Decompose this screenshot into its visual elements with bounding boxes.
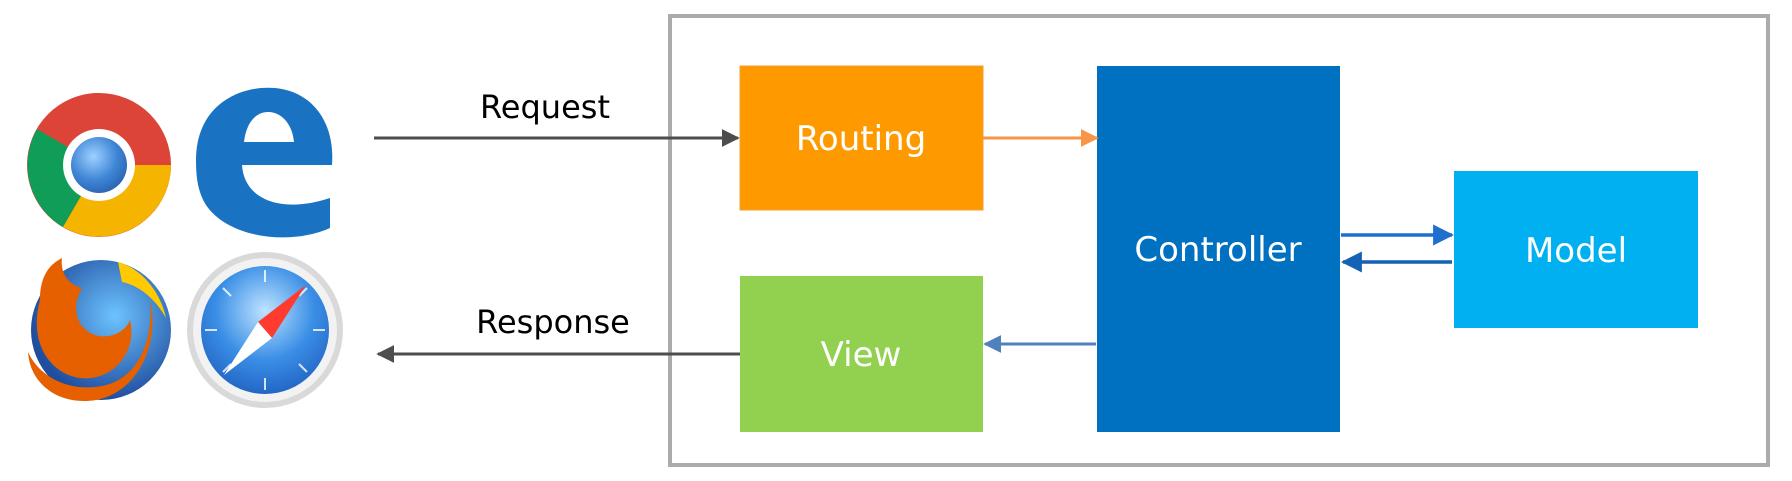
controller-box [1097, 66, 1340, 432]
routing-box [739, 65, 984, 211]
controller-label: Controller [1134, 230, 1301, 270]
safari-icon [187, 252, 343, 408]
model-box [1454, 171, 1698, 328]
request-label: Request [480, 88, 610, 126]
model-label: Model [1525, 231, 1627, 271]
response-label: Response [476, 303, 630, 341]
edge-icon [196, 87, 333, 238]
firefox-icon [28, 258, 171, 402]
routing-label: Routing [796, 119, 926, 159]
view-box [740, 276, 983, 432]
chrome-icon [27, 93, 171, 237]
view-label: View [821, 335, 902, 375]
